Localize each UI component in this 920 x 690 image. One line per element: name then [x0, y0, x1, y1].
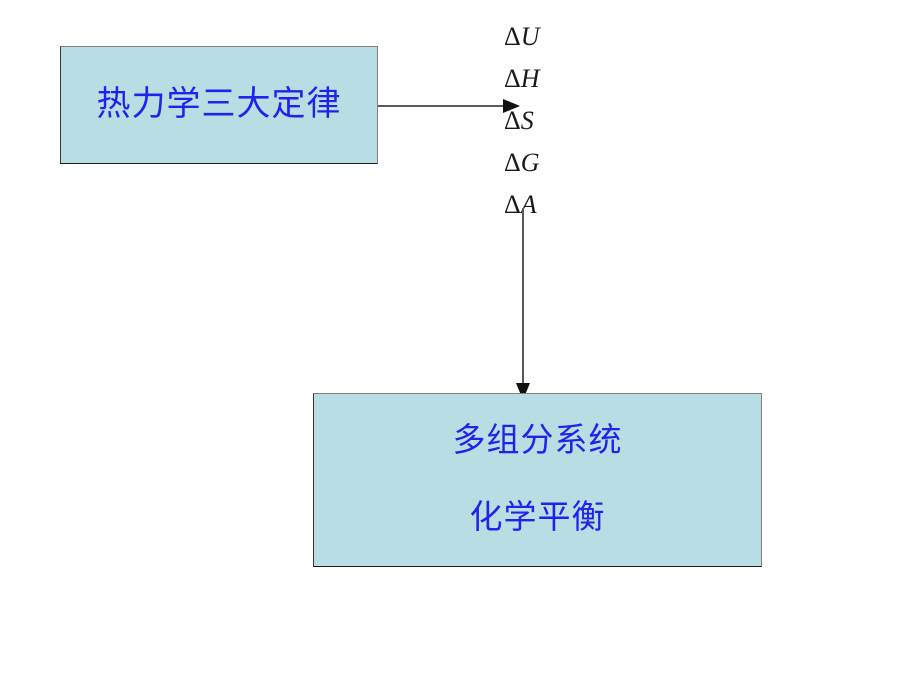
symbol-delta-a: ΔA	[504, 184, 574, 226]
box-multicomponent-systems-label-2: 化学平衡	[469, 500, 606, 536]
delta-glyph: Δ	[504, 106, 521, 135]
delta-glyph: Δ	[504, 22, 521, 51]
symbol-variable: U	[520, 22, 540, 51]
symbol-delta-g: ΔG	[504, 142, 574, 184]
symbol-variable: H	[520, 64, 540, 93]
box-multicomponent-systems-label-1: 多组分系统	[452, 423, 623, 459]
symbol-variable: A	[520, 190, 537, 219]
arrow-right-icon	[370, 88, 520, 126]
thermodynamic-symbol-list: ΔU ΔH ΔS ΔG ΔA	[504, 16, 574, 226]
delta-glyph: Δ	[504, 64, 521, 93]
symbol-delta-u: ΔU	[504, 16, 574, 58]
symbol-variable: S	[520, 106, 534, 135]
box-thermodynamic-laws-label: 热力学三大定律	[96, 86, 342, 123]
box-multicomponent-systems[interactable]: 多组分系统 化学平衡	[313, 393, 762, 567]
symbol-variable: G	[520, 148, 540, 177]
arrow-down-icon	[500, 208, 546, 400]
box-multicomponent-systems-lines: 多组分系统 化学平衡	[314, 394, 761, 566]
symbol-delta-s: ΔS	[504, 100, 574, 142]
delta-glyph: Δ	[504, 190, 521, 219]
box-thermodynamic-laws[interactable]: 热力学三大定律	[60, 46, 378, 164]
delta-glyph: Δ	[504, 148, 521, 177]
symbol-delta-h: ΔH	[504, 58, 574, 100]
